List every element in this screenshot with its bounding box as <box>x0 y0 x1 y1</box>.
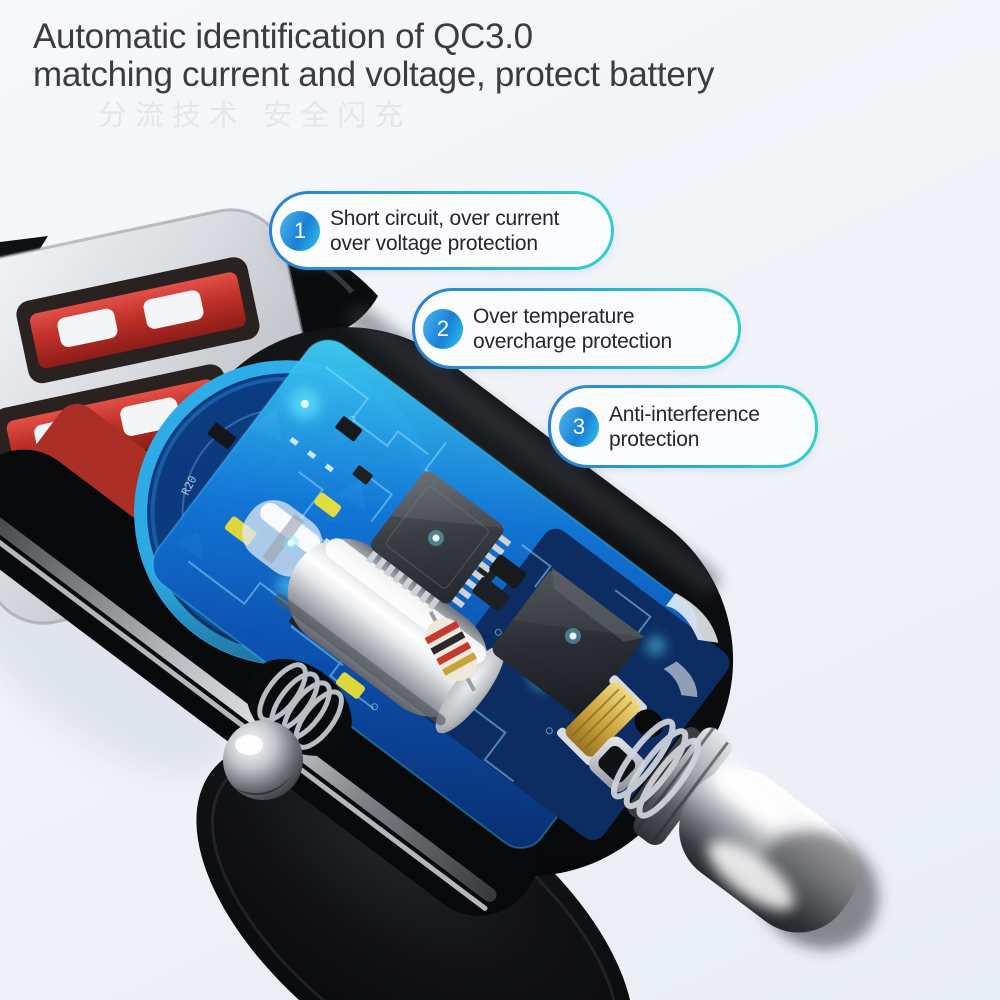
callout-1-badge: 1 <box>280 210 320 251</box>
resistor <box>424 610 478 692</box>
callout-3-text: Anti-interference protection <box>609 402 760 452</box>
charger-illustration: TB61-QC-B X1022B R20 D4 <box>0 208 879 1000</box>
charger-main-group: TB61-QC-B X1022B R20 D4 <box>0 305 879 950</box>
leader-lines <box>283 263 581 644</box>
callout-2-badge: 2 <box>423 308 463 349</box>
small-ic <box>472 577 510 612</box>
callout-2-line1: Over temperature <box>473 304 635 328</box>
contact-tip <box>627 726 879 950</box>
watermark-text: 分流技术 安全闪充 <box>98 98 412 132</box>
callout-1-line2: over voltage protection <box>330 231 538 255</box>
callout-3: 3 Anti-interference protection <box>548 385 818 468</box>
usb-port-secondary <box>16 257 260 384</box>
secondary-chip <box>492 567 645 718</box>
callout-3-badge: 3 <box>559 406 599 447</box>
connector-shell <box>589 736 645 792</box>
main-chip <box>366 468 512 611</box>
gloss-highlight <box>663 661 698 698</box>
leader-line-1 <box>283 263 299 551</box>
callout-2-text: Over temperature overcharge protection <box>473 304 672 354</box>
callout-1-text: Short circuit, over current over voltage… <box>330 206 559 256</box>
page-title-line2: matching current and voltage, protect ba… <box>33 55 715 94</box>
gold-connector <box>556 675 647 766</box>
callout-1: 1 Short circuit, over current over volta… <box>269 191 614 270</box>
callout-2-line2: overcharge protection <box>473 329 672 353</box>
callout-3-inner: 3 Anti-interference protection <box>551 388 815 465</box>
leader-line-3 <box>565 459 581 644</box>
callout-2-inner: 2 Over temperature overcharge protection <box>415 291 738 366</box>
leader-line-2 <box>428 361 444 546</box>
page-title-line1: Automatic identification of QC3.0 <box>33 17 533 56</box>
small-ic <box>489 554 527 589</box>
tip-collar <box>633 727 733 846</box>
gloss-highlight <box>666 593 719 643</box>
callout-1-line1: Short circuit, over current <box>330 206 560 230</box>
callout-3-line2: protection <box>609 427 700 451</box>
callout-3-line1: Anti-interference <box>609 402 760 426</box>
page-title: Automatic identification of QC3.0 matchi… <box>33 18 714 94</box>
spring-tip <box>610 718 702 819</box>
callout-2: 2 Over temperature overcharge protection <box>412 288 741 369</box>
contact-ball <box>223 720 303 800</box>
callout-1-inner: 1 Short circuit, over current over volta… <box>272 194 611 267</box>
